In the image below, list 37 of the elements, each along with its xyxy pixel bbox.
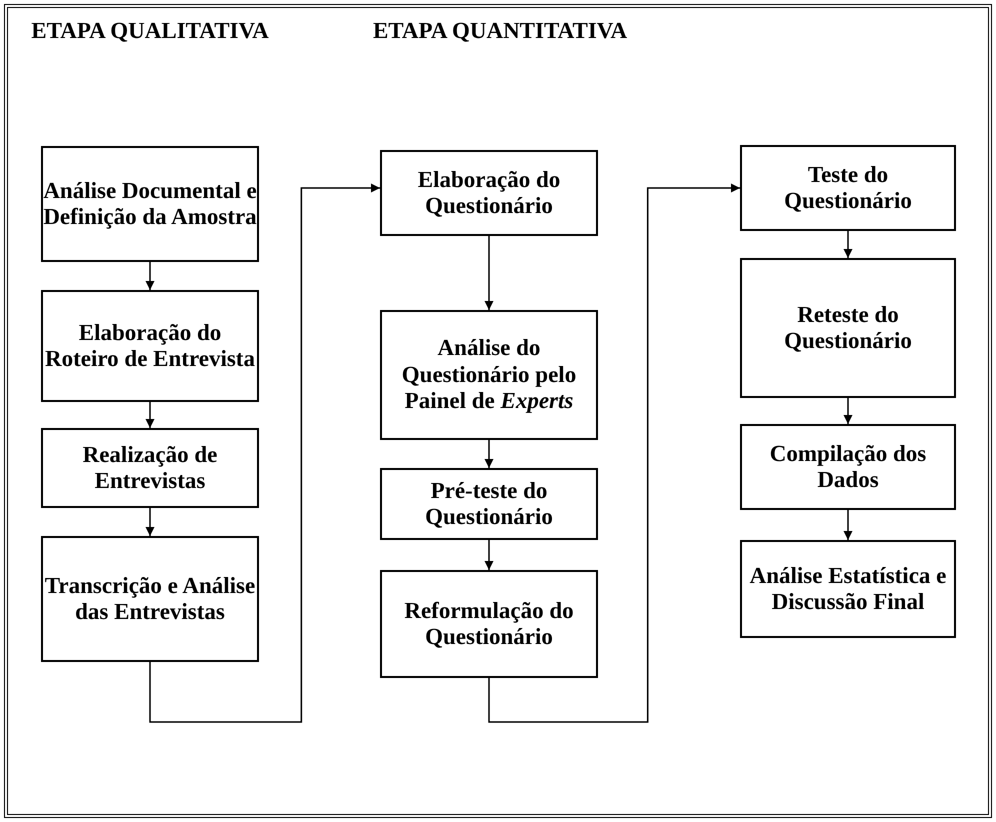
arrow xyxy=(149,184,380,723)
stage-heading: ETAPA QUANTITATIVA xyxy=(372,18,628,44)
arrow xyxy=(484,236,494,310)
process-box xyxy=(380,468,598,540)
process-box xyxy=(380,570,598,678)
process-box xyxy=(740,258,956,398)
step-text: Reteste do Questionário xyxy=(783,302,913,354)
arrow xyxy=(146,262,154,290)
arrow xyxy=(844,510,852,540)
step-text: Transcrição e Análise das Entrevistas xyxy=(44,572,256,626)
arrow xyxy=(484,540,494,570)
step-text: Teste do Questionário xyxy=(783,162,913,214)
arrow xyxy=(844,231,852,258)
step-text: Compilação dos Dados xyxy=(768,440,928,494)
step-text: Reformulação do Questionário xyxy=(403,598,575,650)
process-box xyxy=(740,540,956,638)
step-text: Elaboração do Roteiro de Entrevista xyxy=(44,320,256,372)
process-box xyxy=(41,428,259,508)
process-box xyxy=(740,145,956,231)
step-text: Elaboração do Questionário xyxy=(416,166,562,220)
arrow xyxy=(488,184,740,723)
process-box xyxy=(41,536,259,662)
arrow xyxy=(844,398,852,424)
step-text: Análise Estatística e Discussão Final xyxy=(748,562,948,616)
step-text: Pré-teste do Questionário xyxy=(424,478,554,530)
process-box xyxy=(380,150,598,236)
arrow xyxy=(146,402,154,428)
process-box xyxy=(380,310,598,440)
process-box xyxy=(740,424,956,510)
arrow xyxy=(146,508,154,536)
process-box xyxy=(41,290,259,402)
process-box xyxy=(41,146,259,262)
step-text: Análise Documental e Definição da Amostra xyxy=(43,178,257,230)
stage-heading: ETAPA QUALITATIVA xyxy=(30,18,270,44)
step-text: Análise do Questionário pelo Painel de Experts xyxy=(400,335,578,415)
arrow xyxy=(484,440,494,468)
step-text: Realização de Entrevistas xyxy=(82,442,218,494)
